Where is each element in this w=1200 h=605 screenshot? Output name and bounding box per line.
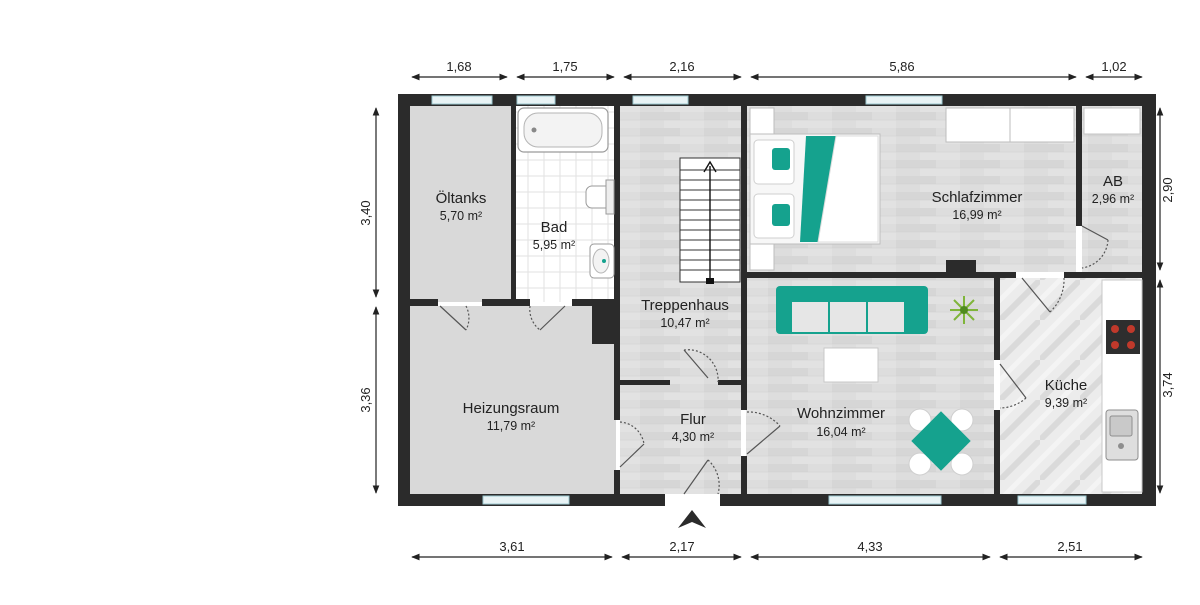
- room-labels: Öltanks 5,70 m² Bad 5,95 m² Treppenhaus …: [436, 173, 1135, 444]
- ab-shelf: [1083, 107, 1141, 135]
- wall-wohn-kueche-low: [994, 410, 1000, 494]
- column: [946, 260, 976, 278]
- windows: [431, 95, 1087, 506]
- room-name-kueche: Küche: [1045, 377, 1088, 394]
- outer-wall-left: [398, 94, 410, 506]
- plant-icon: [950, 296, 978, 324]
- basin-tap-icon: [602, 259, 606, 263]
- wall-bad-treppe: [614, 106, 620, 302]
- window-heizung: [482, 495, 570, 505]
- door-oeltanks: [439, 305, 467, 331]
- wall-schlaf-ab: [1076, 106, 1082, 226]
- room-area-heizungsraum: 11,79 m²: [487, 419, 535, 433]
- dim-top-5: 1,02: [1101, 59, 1126, 74]
- window-treppenhaus: [632, 95, 689, 105]
- room-name-treppenhaus: Treppenhaus: [641, 297, 729, 314]
- floor-flur: [620, 384, 741, 494]
- living-furniture: [776, 286, 978, 476]
- stair-arrow-head-icon: [703, 160, 717, 173]
- bedroom-furniture: [749, 107, 1075, 271]
- dim-left-1: 3,40: [358, 200, 373, 225]
- room-name-ab: AB: [1103, 173, 1123, 190]
- room-area-flur: 4,30 m²: [672, 430, 714, 444]
- nightstand-top: [749, 107, 775, 135]
- room-area-kueche: 9,39 m²: [1045, 396, 1087, 410]
- wall-schlaf-wohn: [741, 272, 1016, 278]
- door-kueche-top: [1021, 277, 1051, 313]
- room-name-flur: Flur: [680, 411, 706, 428]
- dim-right-2: 3,74: [1160, 372, 1175, 397]
- floor-oeltanks: [410, 106, 511, 302]
- entrance-arrow-icon: [678, 510, 706, 528]
- dim-bottom-1: 3,61: [499, 539, 524, 554]
- entrance-opening: [665, 494, 720, 506]
- wall-schlaf-kueche: [1064, 272, 1142, 278]
- wall-horizontal-left-2: [482, 299, 530, 306]
- window-schlafzimmer: [865, 95, 943, 105]
- room-name-schlafzimmer: Schlafzimmer: [932, 189, 1023, 206]
- room-area-treppenhaus: 10,47 m²: [660, 316, 709, 330]
- dimension-lines: [372, 73, 1164, 561]
- dining-table: [911, 411, 971, 471]
- window-oeltanks: [431, 95, 493, 105]
- nightstand-bottom: [749, 243, 775, 271]
- dim-bottom-2: 2,17: [669, 539, 694, 554]
- doors: [439, 225, 1109, 495]
- floor-heizungsraum: [410, 306, 616, 494]
- wall-treppe-flur: [620, 380, 670, 385]
- outer-wall-bottom: [398, 494, 1156, 506]
- dim-top-1: 1,68: [446, 59, 471, 74]
- door-heiz: [619, 443, 645, 468]
- door-ab: [1081, 225, 1109, 241]
- outer-wall-right: [1142, 94, 1156, 506]
- room-area-oeltanks: 5,70 m²: [440, 209, 482, 223]
- room-name-heizungsraum: Heizungsraum: [463, 400, 560, 417]
- outer-wall-top: [398, 94, 1156, 106]
- door-treppe: [683, 349, 709, 379]
- door-kueche-side: [999, 363, 1027, 399]
- wall-wohn-kueche: [994, 278, 1000, 360]
- window-bad: [516, 95, 556, 105]
- wall-treppe-flur-2: [718, 380, 741, 385]
- window-wohn: [828, 495, 942, 505]
- staircase: [679, 157, 741, 284]
- wall-flur-wohn-low: [741, 456, 747, 494]
- door-entrance: [683, 459, 709, 495]
- dim-bottom-4: 2,51: [1057, 539, 1082, 554]
- dim-top-4: 5,86: [889, 59, 914, 74]
- dim-top-3: 2,16: [669, 59, 694, 74]
- kitchen-fixtures: [1101, 279, 1143, 493]
- door-wohn: [746, 425, 781, 455]
- bathroom-fixtures: [517, 107, 615, 279]
- dimension-labels: 1,68 1,75 2,16 5,86 1,02 3,61 2,17 4,33 …: [358, 59, 1175, 554]
- wall-heiz-flur: [614, 302, 620, 420]
- wall-treppe-wohn: [741, 276, 747, 410]
- cooktop: [1106, 320, 1140, 354]
- dim-top-2: 1,75: [552, 59, 577, 74]
- wall-oel-bad: [511, 106, 516, 302]
- wall-treppe-schlaf: [741, 106, 747, 276]
- room-name-oeltanks: Öltanks: [436, 189, 487, 207]
- room-name-wohnzimmer: Wohnzimmer: [797, 405, 885, 422]
- dining-set: [908, 408, 974, 476]
- window-kueche: [1017, 495, 1087, 505]
- bed-blanket: [800, 136, 836, 242]
- dim-left-2: 3,36: [358, 387, 373, 412]
- coffee-table: [823, 347, 879, 383]
- room-area-bad: 5,95 m²: [533, 238, 575, 252]
- walls: [398, 94, 1156, 506]
- wall-horizontal-left-1: [410, 299, 438, 306]
- room-name-bad: Bad: [541, 219, 568, 236]
- wall-heiz-flur-low: [614, 470, 620, 494]
- dim-right-1: 2,90: [1160, 177, 1175, 202]
- dim-bottom-3: 4,33: [857, 539, 882, 554]
- room-area-schlafzimmer: 16,99 m²: [952, 208, 1001, 222]
- room-area-wohnzimmer: 16,04 m²: [816, 425, 865, 439]
- room-area-ab: 2,96 m²: [1092, 192, 1134, 206]
- door-bad: [539, 305, 566, 331]
